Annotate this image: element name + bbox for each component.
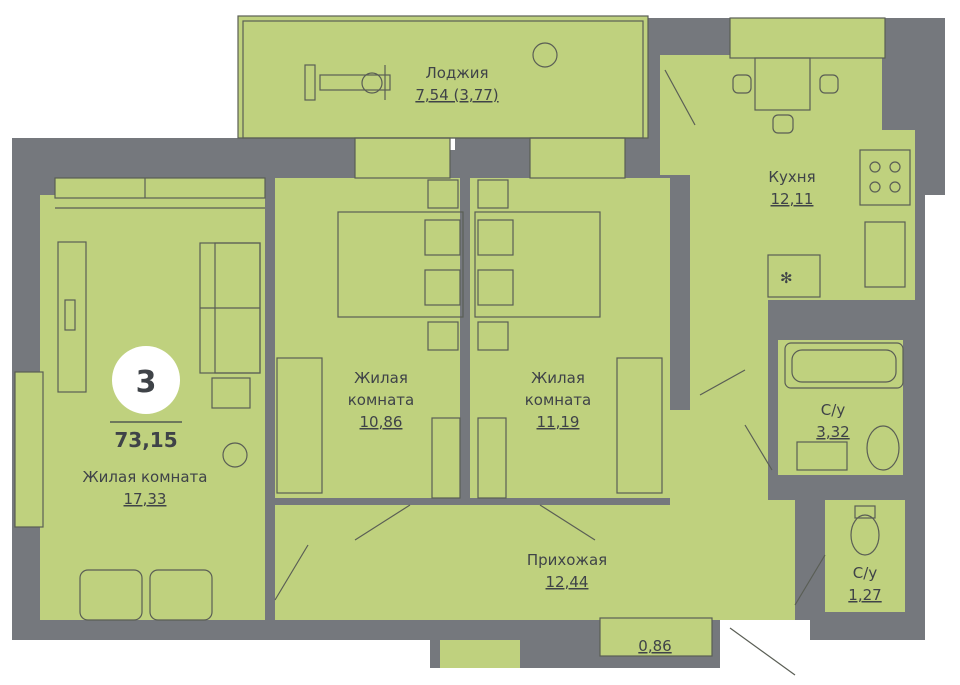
bed-bedroom-1 xyxy=(337,211,464,318)
total-area: 73,15 xyxy=(114,428,177,452)
floors xyxy=(15,16,915,668)
snowflake-icon: ✻ xyxy=(780,269,793,287)
loggia-area: 7,54 (3,77) xyxy=(415,86,498,104)
outlines xyxy=(14,15,886,657)
window-hall xyxy=(440,640,520,668)
plant-icon xyxy=(222,442,248,468)
kitchen-area: 12,11 xyxy=(771,190,814,208)
window-living-side xyxy=(15,372,43,527)
bath-2-floor xyxy=(825,500,905,612)
kitchen-label: Кухня xyxy=(768,168,815,186)
door-bedroom-1 xyxy=(354,504,411,541)
bath-2-label: С/у xyxy=(853,564,878,582)
window-living xyxy=(55,178,265,198)
door-kitchen xyxy=(699,369,746,396)
bath-1-label: С/у xyxy=(821,401,846,419)
closet-area: 0,86 xyxy=(638,637,671,655)
room-count-badge: 3 xyxy=(110,346,182,423)
door-bedroom-2 xyxy=(539,504,596,541)
window-kitchen xyxy=(730,18,885,58)
bath-1-area: 3,32 xyxy=(816,423,849,441)
bed-bedroom-2 xyxy=(474,211,601,318)
bedroom-2-floor xyxy=(470,178,670,498)
fridge xyxy=(767,254,821,298)
furniture: ✻ xyxy=(55,42,911,676)
hallway-label: Прихожая xyxy=(527,551,607,569)
armchair-right xyxy=(149,569,213,621)
bedroom-1-area: 10,86 xyxy=(360,413,403,431)
desk-bedroom-1 xyxy=(431,417,461,499)
window-bedroom-2 xyxy=(530,138,625,178)
tv-stand xyxy=(57,241,87,393)
washing-machine xyxy=(796,441,848,471)
coffee-table xyxy=(211,377,251,409)
bedroom-2-label-line2: комната xyxy=(525,391,591,409)
stove xyxy=(859,149,911,206)
door-bath-2 xyxy=(794,554,826,606)
bedroom-2-area: 11,19 xyxy=(537,413,580,431)
room-count: 3 xyxy=(136,365,157,400)
exercise-bike-icon xyxy=(304,64,391,101)
desk-bedroom-2 xyxy=(477,417,507,499)
sink xyxy=(864,221,906,288)
kitchen-table xyxy=(754,57,811,111)
bath-1-floor xyxy=(778,340,903,475)
toilet xyxy=(850,514,880,556)
bedroom-1-label-line2: комната xyxy=(348,391,414,409)
hallway-floor xyxy=(275,300,795,620)
plant-icon-loggia xyxy=(532,42,558,68)
kitchen-floor xyxy=(660,55,915,300)
loggia-floor xyxy=(238,16,648,138)
living-big-area: 17,33 xyxy=(124,490,167,508)
door-living xyxy=(274,544,309,601)
closet-floor xyxy=(600,618,712,656)
bedroom-1-label-line1: Жилая xyxy=(354,369,408,387)
hallway-area: 12,44 xyxy=(546,573,589,591)
wardrobe-bedroom-1 xyxy=(276,357,323,494)
bedroom-1-floor xyxy=(275,178,460,498)
door-entrance xyxy=(729,627,796,676)
washbasin xyxy=(866,425,900,471)
bath-2-area: 1,27 xyxy=(848,586,881,604)
bedroom-2-label-line1: Жилая xyxy=(531,369,585,387)
door-bath-1 xyxy=(744,424,773,471)
living-big-label: Жилая комната xyxy=(83,468,208,486)
wardrobe-bedroom-2 xyxy=(616,357,663,494)
door-loggia xyxy=(664,69,696,126)
loggia-label: Лоджия xyxy=(425,64,488,82)
armchair-left xyxy=(79,569,143,621)
bathtub xyxy=(784,342,904,389)
window-bedroom-1 xyxy=(355,138,450,178)
